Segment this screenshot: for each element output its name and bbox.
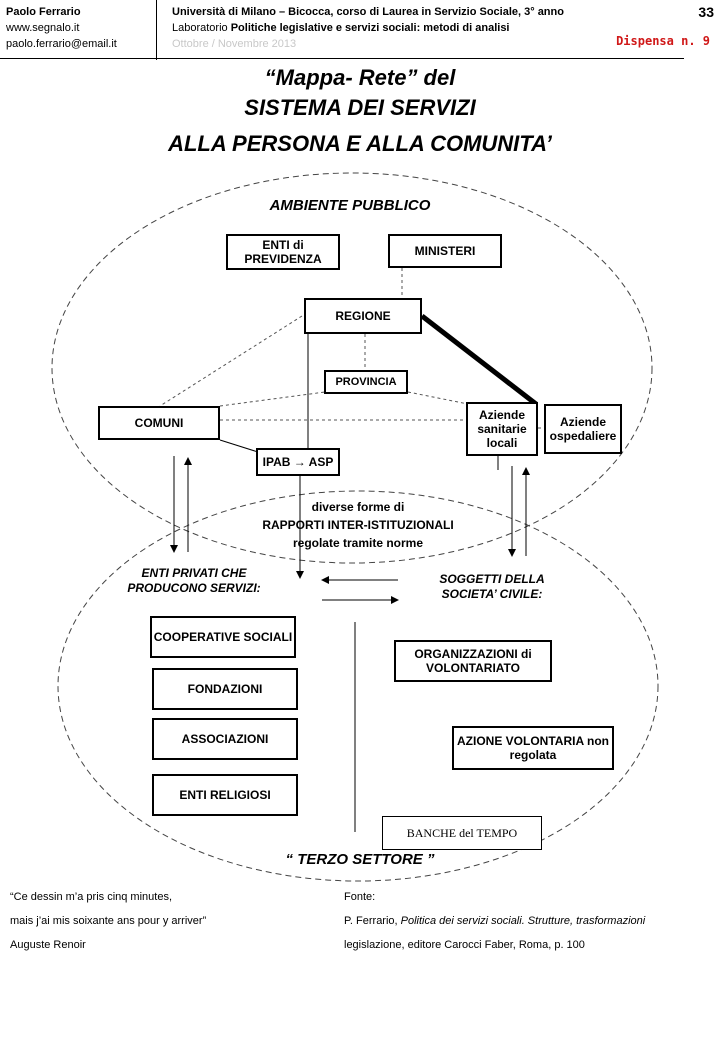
label-soggetti-societa-civile: SOGGETTI DELLA SOCIETA’ CIVILE: (439, 572, 545, 601)
box-comuni: COMUNI (98, 406, 220, 440)
course-period: Ottobre / Novembre 2013 (172, 38, 297, 50)
title-line-1: “Mappa- Rete” del (264, 65, 456, 90)
box-fondazioni: FONDAZIONI (152, 668, 298, 710)
lab-prefix: Laboratorio (172, 22, 231, 34)
box-organizzazioni-volontariato: ORGANIZZAZIONI di VOLONTARIATO (394, 640, 552, 682)
box-provincia: PROVINCIA (324, 370, 408, 394)
author-email[interactable]: paolo.ferrario@email.it (6, 38, 117, 50)
ellipse-ambiente-pubblico (51, 172, 653, 564)
box-ministeri: MINISTERI (388, 234, 502, 268)
author-site[interactable]: www.segnalo.it (6, 22, 80, 34)
box-aziende-ospedaliere: Aziende ospedaliere (544, 404, 622, 454)
box-enti-religiosi: ENTI RELIGIOSI (152, 774, 298, 816)
lab-title: Politiche legislative e servizi sociali:… (230, 22, 510, 34)
label-terzo-settore: “ TERZO SETTORE ” (285, 851, 435, 868)
source-label: Fonte: (344, 891, 376, 903)
box-cooperative-sociali: COOPERATIVE SOCIALI (150, 616, 296, 658)
title-line-2: SISTEMA DEI SERVIZI (244, 95, 476, 120)
footer-quote: “Ce dessin m’a pris cinq minutes, mais j… (10, 890, 330, 952)
source-book: Politica dei servizi sociali. Strutture,… (400, 915, 646, 927)
line-regione-aziende (420, 314, 538, 406)
label-enti-privati: ENTI PRIVATI CHE PRODUCONO SERVIZI: (127, 566, 261, 595)
ellipse-terzo-settore (57, 490, 659, 882)
dispensa-label: Dispensa n. 9 (616, 34, 710, 48)
label-rapporti-1: diverse forme di (311, 500, 405, 514)
line-comuni-provincia (219, 391, 326, 407)
line-provincia-asl (407, 391, 469, 405)
box-regione: REGIONE (304, 298, 422, 334)
page-number: 33 (698, 4, 714, 20)
source-line-2: legislazione, editore Carocci Faber, Rom… (344, 939, 585, 951)
line-regione-comuni (159, 315, 303, 407)
title-line-3: ALLA PERSONA E ALLA COMUNITA’ (168, 131, 552, 156)
box-associazioni: ASSOCIAZIONI (152, 718, 298, 760)
label-ambiente-pubblico: AMBIENTE PUBBLICO (269, 197, 431, 214)
header-rule (0, 58, 684, 59)
source-author: P. Ferrario, (344, 915, 401, 927)
line-comuni-ipab (219, 439, 259, 453)
box-enti-previdenza: ENTI di PREVIDENZA (226, 234, 340, 270)
quote-line-1: “Ce dessin m’a pris cinq minutes, (10, 891, 173, 903)
box-banche-del-tempo: BANCHE del TEMPO (382, 816, 542, 850)
header-divider (156, 0, 157, 60)
footer-source: Fonte: P. Ferrario, Politica dei servizi… (344, 890, 716, 952)
quote-author: Auguste Renoir (10, 939, 86, 951)
box-ipab-asp: IPAB → ASP (256, 448, 340, 476)
header-author-block: Paolo Ferrario www.segnalo.it paolo.ferr… (6, 4, 154, 52)
box-aziende-sanitarie: Aziende sanitarie locali (466, 402, 538, 456)
author-name: Paolo Ferrario (6, 6, 81, 18)
quote-line-2: mais j’ai mis soixante ans pour y arrive… (10, 915, 207, 927)
header-course-block: Università di Milano – Bicocca, corso di… (172, 4, 672, 52)
label-rapporti-3: regolate tramite norme (292, 536, 424, 550)
label-rapporti-2: RAPPORTI INTER-ISTITUZIONALI (262, 518, 454, 532)
course-line: Università di Milano – Bicocca, corso di… (172, 6, 564, 18)
box-azione-volontaria: AZIONE VOLONTARIA non regolata (452, 726, 614, 770)
